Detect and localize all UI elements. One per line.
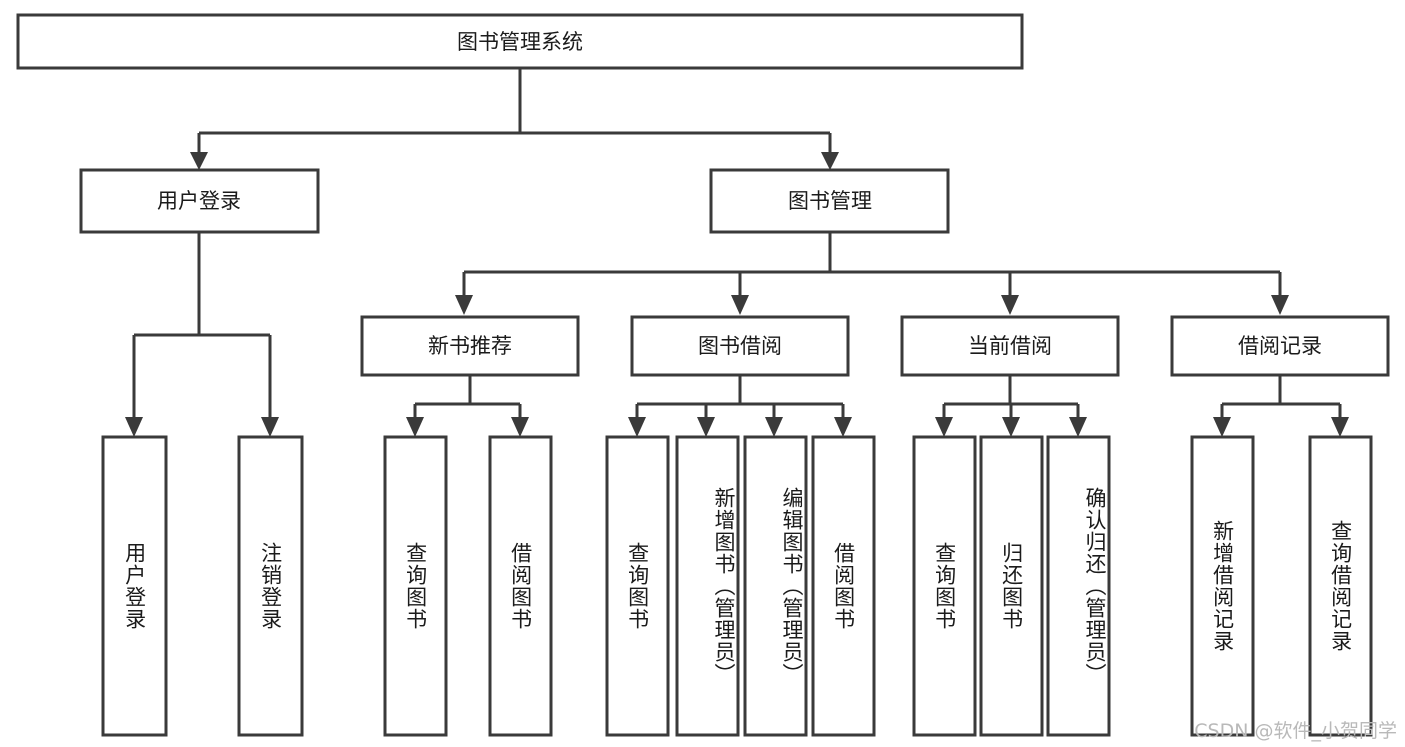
arrow-to-leaf-return-book <box>1002 417 1020 437</box>
node-root-label: 图书管理系统 <box>457 30 583 54</box>
arrow-to-leaf-add-book <box>697 417 715 437</box>
arrow-to-current-borrow <box>1001 295 1019 315</box>
node-leaf-borrow-book-1[interactable] <box>488 435 553 737</box>
node-new-book-rec-label: 新书推荐 <box>428 334 512 358</box>
node-current-borrow[interactable] <box>900 315 1120 377</box>
arrow-to-user-login <box>190 152 208 170</box>
arrow-to-leaf-query-book-1 <box>406 417 424 437</box>
node-book-borrow-label: 图书借阅 <box>698 334 782 358</box>
node-leaf-user-login[interactable] <box>101 435 168 737</box>
arrow-to-leaf-query-book-2 <box>628 417 646 437</box>
arrow-to-leaf-confirm-return <box>1069 417 1087 437</box>
arrow-to-leaf-user-login <box>125 417 143 437</box>
arrow-to-leaf-logout <box>261 417 279 437</box>
node-leaf-confirm-return[interactable] <box>1046 435 1111 737</box>
arrow-to-leaf-query-record <box>1331 417 1349 437</box>
node-leaf-add-record[interactable] <box>1190 435 1255 737</box>
node-current-borrow-label: 当前借阅 <box>968 334 1052 358</box>
node-leaf-edit-book[interactable] <box>743 435 808 737</box>
node-leaf-query-record[interactable] <box>1308 435 1373 737</box>
arrow-to-leaf-borrow-book-2 <box>834 417 852 437</box>
node-root[interactable] <box>16 13 1024 70</box>
node-user-login[interactable] <box>79 168 320 234</box>
arrow-to-leaf-edit-book <box>765 417 783 437</box>
arrow-to-book-manage <box>821 152 839 170</box>
node-leaf-query-book-1[interactable] <box>383 435 448 737</box>
arrow-to-borrow-record <box>1271 295 1289 315</box>
arrow-to-leaf-query-book-3 <box>935 417 953 437</box>
node-borrow-record-label: 借阅记录 <box>1238 334 1322 358</box>
node-user-login-label: 用户登录 <box>157 189 241 213</box>
node-leaf-borrow-book-2[interactable] <box>811 435 876 737</box>
node-new-book-rec[interactable] <box>360 315 580 377</box>
node-leaf-query-book-3[interactable] <box>912 435 977 737</box>
arrow-to-leaf-add-record <box>1213 417 1231 437</box>
arrow-to-new-book-rec <box>455 295 473 315</box>
arrow-to-book-borrow <box>731 295 749 315</box>
node-leaf-logout[interactable] <box>237 435 304 737</box>
node-book-borrow[interactable] <box>630 315 850 377</box>
node-book-manage[interactable] <box>709 168 950 234</box>
node-leaf-query-book-2[interactable] <box>605 435 670 737</box>
node-leaf-return-book[interactable] <box>979 435 1044 737</box>
node-book-manage-label: 图书管理 <box>788 189 872 213</box>
arrow-to-leaf-borrow-book-1 <box>511 417 529 437</box>
node-borrow-record[interactable] <box>1170 315 1390 377</box>
csdn-watermark: CSDN @软件_小贺同学 <box>1194 720 1397 742</box>
node-leaf-add-book[interactable] <box>675 435 740 737</box>
